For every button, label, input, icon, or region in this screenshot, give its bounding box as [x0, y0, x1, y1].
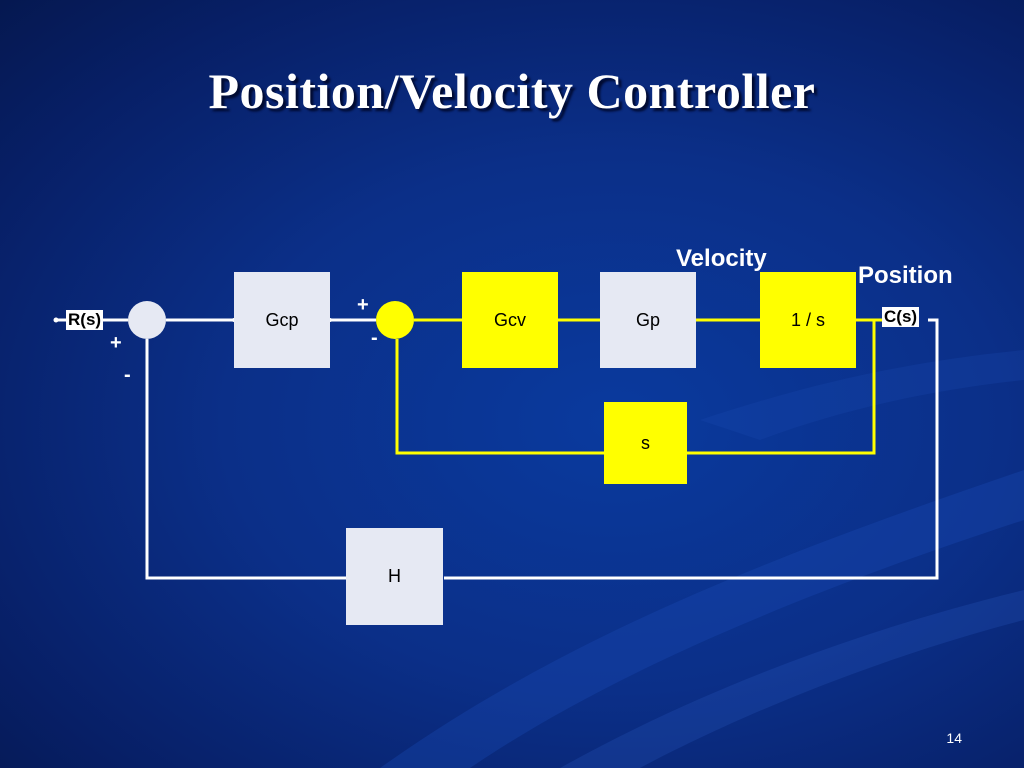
- gp-block: Gp: [600, 272, 696, 368]
- gcv-block: Gcv: [462, 272, 558, 368]
- line-velocity-feedback: [687, 320, 876, 455]
- line-output-feedback: [444, 318, 939, 580]
- outer-plus-sign: +: [110, 332, 122, 354]
- velocity-feedback-block: s: [604, 402, 687, 484]
- slide-title: Position/Velocity Controller: [208, 63, 816, 119]
- outer-minus-sign: -: [124, 364, 131, 386]
- inner-summing-junction: [376, 301, 414, 339]
- h-block: H: [346, 528, 443, 625]
- line-s-to-sum2: [395, 339, 604, 455]
- output-signal-label: C(s): [882, 307, 920, 327]
- page-number: 14: [946, 730, 962, 746]
- line-h-to-sum1: [145, 339, 346, 580]
- input-signal-label: R(s): [66, 310, 104, 330]
- velocity-annotation: Velocity: [676, 245, 767, 272]
- position-annotation: Position: [858, 262, 953, 289]
- inner-plus-sign: +: [357, 294, 369, 316]
- integrator-block: 1 / s: [760, 272, 856, 368]
- outer-summing-junction: [128, 301, 166, 339]
- inner-minus-sign: -: [371, 327, 378, 349]
- gcp-block: Gcp: [234, 272, 330, 368]
